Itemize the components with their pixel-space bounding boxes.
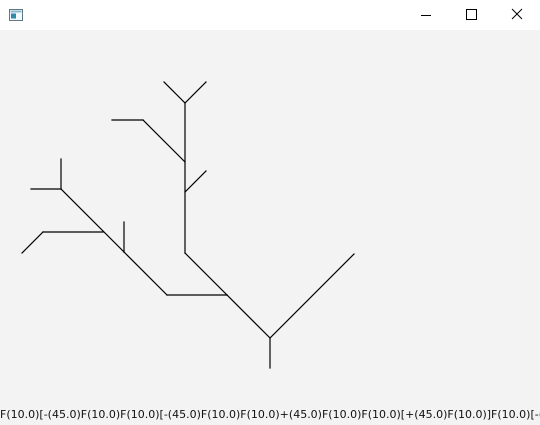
upper-left-diagonal [142,119,186,163]
drawing-canvas [0,30,540,425]
left-diagonal-lower [123,251,168,296]
title-bar[interactable] [0,0,540,30]
top-left-fork [163,81,186,104]
close-button[interactable] [494,0,540,30]
main-diagonal [226,294,271,339]
close-icon [511,8,523,20]
upper-right-twig [184,170,207,193]
lsystem-string: F(10.0)[-(45.0)F(10.0)F(10.0)[-(45.0)F(1… [0,408,540,421]
left-diagonal-upper [60,188,125,253]
maximize-button[interactable] [449,0,495,30]
maximize-icon [466,9,477,20]
right-branch [269,253,355,339]
top-right-fork [184,81,207,104]
minimize-button[interactable] [403,0,449,30]
minimize-icon [421,15,431,16]
lsystem-tree-drawing [21,81,355,369]
far-left-diagonal [21,231,44,254]
upper-stem-link [184,252,228,296]
window-app-icon [9,8,23,21]
